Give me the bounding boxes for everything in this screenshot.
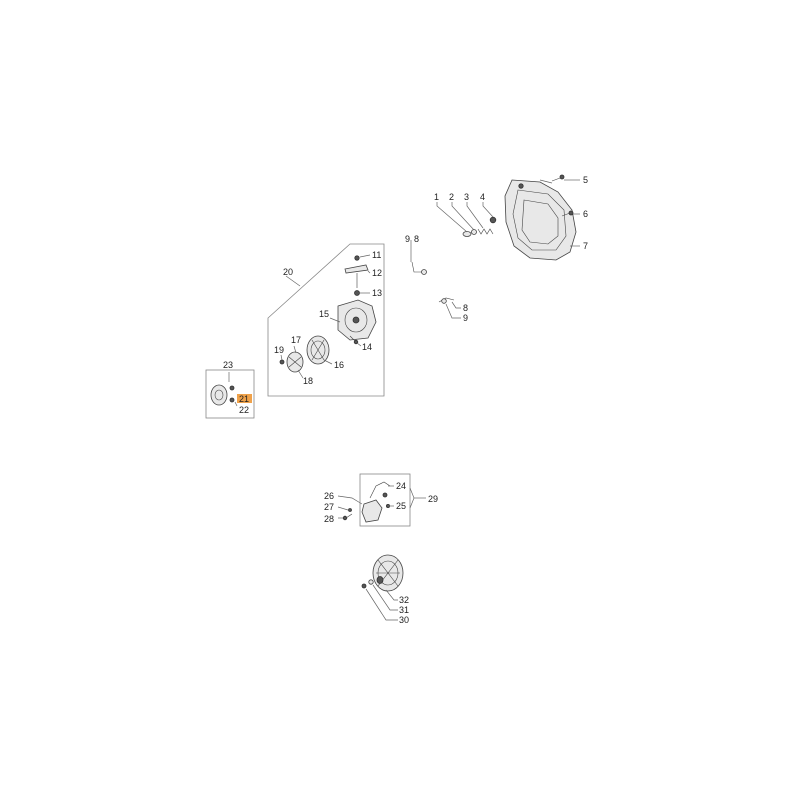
- label-21[interactable]: 21: [239, 394, 249, 404]
- clip-group-lower: 8 9: [438, 297, 468, 323]
- housing-cover-group: 1 2 3 4 5 6 7: [434, 174, 588, 261]
- label-11: 11: [372, 250, 381, 260]
- label-27: 27: [324, 502, 334, 512]
- label-21-highlight: [237, 394, 252, 403]
- spring-cassette-18[interactable]: [286, 351, 304, 373]
- label-9-upper: 9: [405, 234, 410, 244]
- screw-5[interactable]: [551, 174, 565, 182]
- flywheel[interactable]: [372, 554, 404, 592]
- label-29: 29: [428, 494, 438, 504]
- washer-2[interactable]: [471, 229, 477, 235]
- label-31: 31: [399, 605, 409, 615]
- label-8-upper: 8: [414, 234, 419, 244]
- spring-3[interactable]: [477, 228, 494, 235]
- ignition-group: 24 25 29 26 27 28: [324, 473, 438, 527]
- label-20: 20: [283, 267, 293, 277]
- ignition-coil[interactable]: [361, 481, 391, 523]
- label-7: 7: [583, 241, 588, 251]
- pulley-16[interactable]: [306, 335, 330, 365]
- pawl-14[interactable]: [349, 335, 359, 345]
- label-8-lower: 8: [463, 303, 468, 313]
- label-17: 17: [291, 335, 301, 345]
- nut-30[interactable]: [361, 583, 367, 589]
- label-1: 1: [434, 192, 439, 202]
- label-3: 3: [464, 192, 469, 202]
- label-4: 4: [480, 192, 485, 202]
- label-30: 30: [399, 615, 409, 625]
- screw-19[interactable]: [279, 359, 285, 365]
- housing-cover[interactable]: [504, 179, 577, 261]
- flange-23[interactable]: [210, 384, 235, 406]
- label-28: 28: [324, 514, 334, 524]
- starter-frame: [267, 243, 385, 397]
- nut-4[interactable]: [489, 216, 497, 224]
- label-15: 15: [319, 309, 329, 319]
- label-2: 2: [449, 192, 454, 202]
- starter-handle[interactable]: [344, 255, 369, 296]
- screw-28[interactable]: [342, 513, 353, 521]
- label-13: 13: [372, 288, 382, 298]
- label-16: 16: [334, 360, 344, 370]
- screw-6[interactable]: [561, 210, 574, 217]
- label-5: 5: [583, 175, 588, 185]
- washer-31[interactable]: [368, 579, 374, 585]
- label-24: 24: [396, 481, 406, 491]
- starter-assembly-group: 20 11 12 13 15 14: [267, 243, 385, 397]
- label-12: 12: [372, 268, 382, 278]
- clip-group-upper: 9 8: [405, 234, 427, 275]
- starter-housing[interactable]: [337, 299, 377, 341]
- label-14: 14: [362, 342, 372, 352]
- flywheel-group: 32 31 30: [361, 554, 409, 625]
- ignition-frame: [359, 473, 411, 527]
- flange-group: 23 21 22: [205, 360, 255, 419]
- label-18: 18: [303, 376, 313, 386]
- flange-frame: [205, 369, 255, 419]
- pin-1[interactable]: [462, 231, 472, 237]
- label-22: 22: [239, 405, 249, 415]
- label-25: 25: [396, 501, 406, 511]
- label-9-lower: 9: [463, 313, 468, 323]
- label-32: 32: [399, 595, 409, 605]
- label-6: 6: [583, 209, 588, 219]
- label-19: 19: [274, 345, 284, 355]
- washer-27[interactable]: [348, 508, 352, 512]
- clip-lower[interactable]: [438, 297, 455, 304]
- clip-upper[interactable]: [411, 261, 427, 275]
- label-26: 26: [324, 491, 334, 501]
- label-23: 23: [223, 360, 233, 370]
